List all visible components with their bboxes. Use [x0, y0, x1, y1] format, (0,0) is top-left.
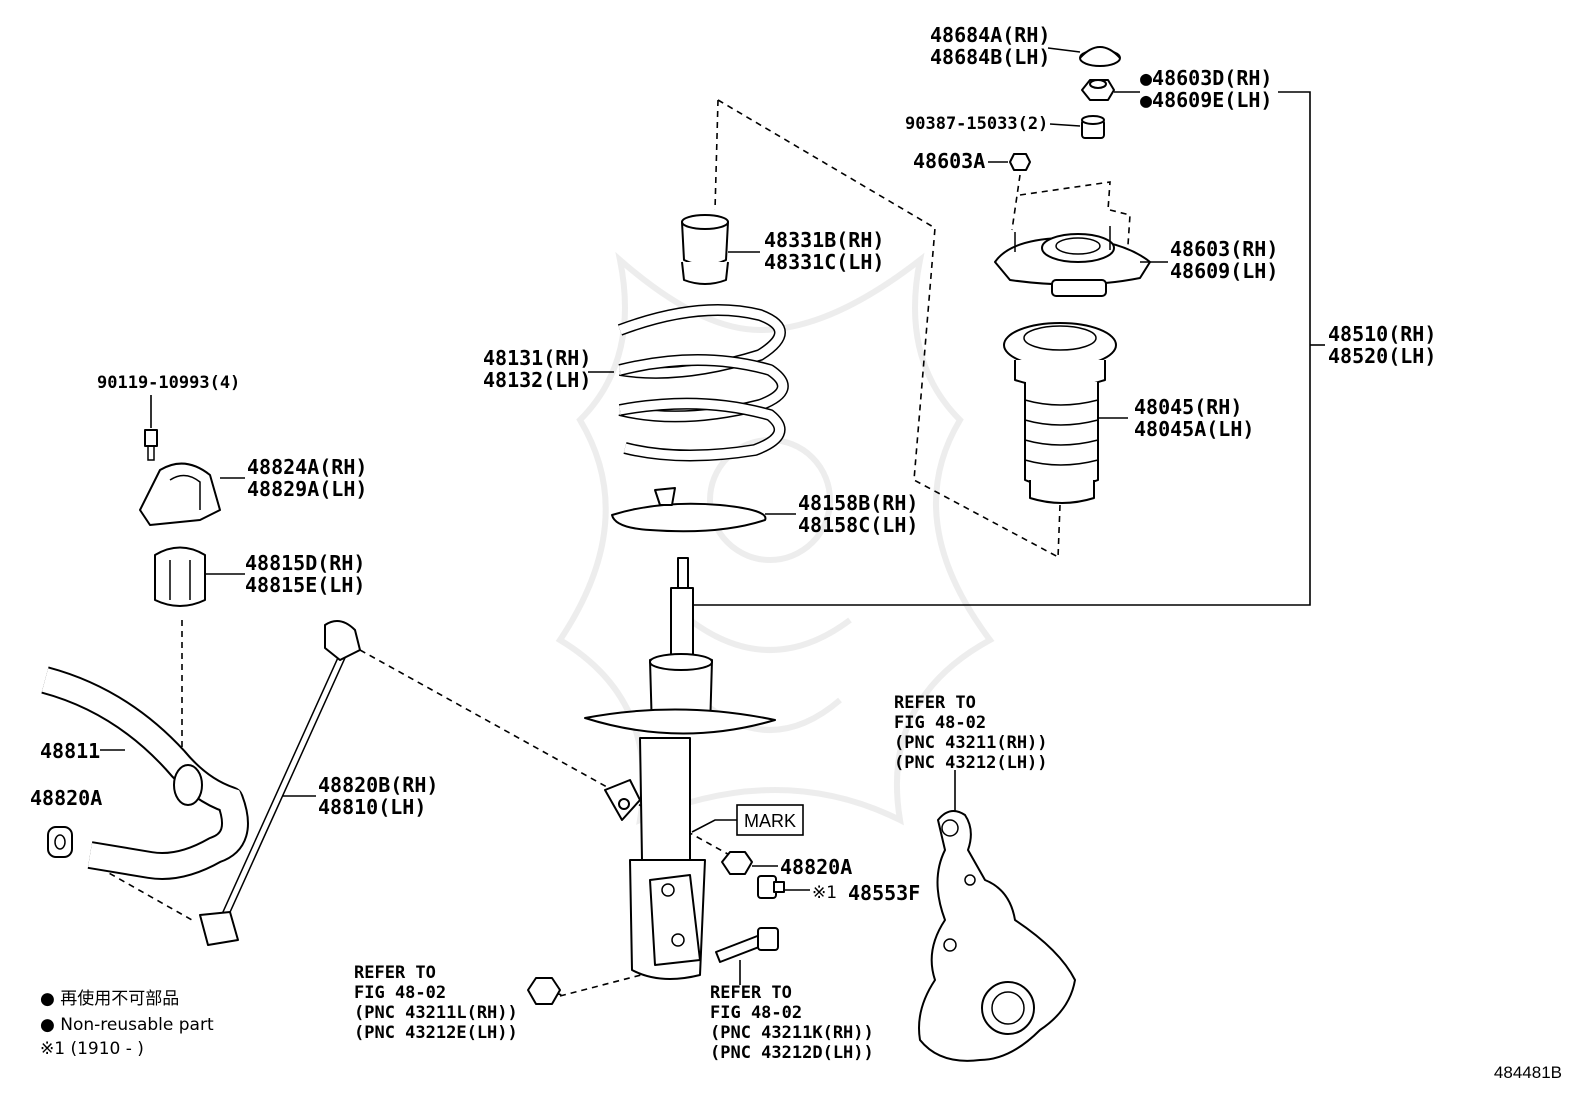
nut-part — [1081, 79, 1115, 101]
bar-bushing-upper-part — [154, 546, 206, 607]
label-48331b: 48331B(RH) — [764, 228, 884, 252]
part-labels: 48684A(RH) 48684B(LH) ●48603D(RH) ●48609… — [30, 23, 1436, 905]
label-48045a: 48045A(LH) — [1134, 417, 1254, 441]
label-48553f: 48553F — [848, 881, 920, 905]
label-90387: 90387-15033(2) — [905, 114, 1048, 134]
bump-stopper-part — [681, 214, 729, 285]
label-48132: 48132(LH) — [483, 368, 591, 392]
steering-knuckle-part — [918, 810, 1076, 1062]
spring-insulator-part — [611, 487, 767, 533]
label-48811: 48811 — [40, 739, 100, 763]
strut-bolt-part — [715, 927, 779, 963]
mark-callout: MARK — [691, 804, 804, 836]
legend: ● 再使用不可部品 ● Non-reusable part ※1 (1910 -… — [40, 988, 214, 1059]
label-48609e: ●48609E(LH) — [1140, 88, 1272, 112]
label-48603d: ●48603D(RH) — [1140, 66, 1272, 90]
label-48331c: 48331C(LH) — [764, 250, 884, 274]
legend-jp: ● 再使用不可部品 — [40, 988, 179, 1009]
label-48820b: 48820B(RH) — [318, 773, 438, 797]
label-48810: 48810(LH) — [318, 795, 426, 819]
label-48824a: 48824A(RH) — [247, 455, 367, 479]
stabilizer-bar-part — [41, 666, 249, 880]
refer-bolt-line3: (PNC 43211K(RH)) — [710, 1023, 874, 1043]
shock-absorber-part — [584, 557, 776, 980]
label-48684a: 48684A(RH) — [930, 23, 1050, 47]
refer-bolt-line1: REFER TO — [710, 983, 792, 1003]
label-48510: 48510(RH) — [1328, 322, 1436, 346]
label-48158c: 48158C(LH) — [798, 513, 918, 537]
label-48520: 48520(LH) — [1328, 344, 1436, 368]
assembly-bracket — [686, 91, 1311, 606]
bolt-48553f-part — [757, 875, 785, 899]
label-48603a: 48603A — [913, 149, 985, 173]
legend-note: ※1 (1910 - ) — [40, 1039, 144, 1059]
dashed-guides — [99, 99, 1131, 997]
refer-knuckle-line1: REFER TO — [894, 693, 976, 713]
label-48684b: 48684B(LH) — [930, 45, 1050, 69]
refer-bolt-line4: (PNC 43212D(LH)) — [710, 1043, 874, 1063]
dust-cap-part — [1079, 46, 1121, 67]
label-48609: 48609(LH) — [1170, 259, 1278, 283]
refer-nut-line1: REFER TO — [354, 963, 436, 983]
bracket-bolt-part — [144, 429, 158, 461]
stabilizer-nut-part — [721, 851, 753, 875]
refer-bolt: REFER TO FIG 48-02 (PNC 43211K(RH)) (PNC… — [710, 983, 874, 1063]
refer-nut-line2: FIG 48-02 — [354, 983, 446, 1003]
label-note1-mark: ※1 — [812, 883, 837, 903]
stabilizer-link-part — [199, 620, 361, 946]
label-48829a: 48829A(LH) — [247, 477, 367, 501]
label-48820a-left: 48820A — [30, 786, 102, 810]
label-48045: 48045(RH) — [1134, 395, 1242, 419]
label-48131: 48131(RH) — [483, 346, 591, 370]
diagram-id: 484481B — [1494, 1063, 1562, 1082]
refer-bolt-line2: FIG 48-02 — [710, 1003, 802, 1023]
refer-nut-line4: (PNC 43212E(LH)) — [354, 1023, 518, 1043]
dust-boot-part — [1003, 322, 1117, 504]
upper-support-part — [994, 226, 1151, 297]
small-nut-part — [1009, 153, 1031, 171]
bar-bracket-part — [139, 462, 221, 526]
refer-nut: REFER TO FIG 48-02 (PNC 43211L(RH)) (PNC… — [354, 963, 518, 1043]
label-90119: 90119-10993(4) — [97, 373, 240, 393]
refer-knuckle-line2: FIG 48-02 — [894, 713, 986, 733]
coil-spring-part — [617, 304, 789, 462]
spacer-part — [1081, 115, 1105, 139]
refer-knuckle-line4: (PNC 43212(LH)) — [894, 753, 1048, 773]
lower-nut-part — [527, 977, 561, 1005]
refer-nut-line3: (PNC 43211L(RH)) — [354, 1003, 518, 1023]
label-48815e: 48815E(LH) — [245, 573, 365, 597]
mark-label: MARK — [744, 811, 796, 831]
label-48815d: 48815D(RH) — [245, 551, 365, 575]
refer-knuckle-line3: (PNC 43211(RH)) — [894, 733, 1048, 753]
legend-en: ● Non-reusable part — [40, 1015, 214, 1035]
bar-bushing-part — [47, 826, 73, 858]
refer-knuckle: REFER TO FIG 48-02 (PNC 43211(RH)) (PNC … — [894, 693, 1048, 773]
label-48603: 48603(RH) — [1170, 237, 1278, 261]
label-48158b: 48158B(RH) — [798, 491, 918, 515]
label-48820a-mid: 48820A — [780, 855, 852, 879]
